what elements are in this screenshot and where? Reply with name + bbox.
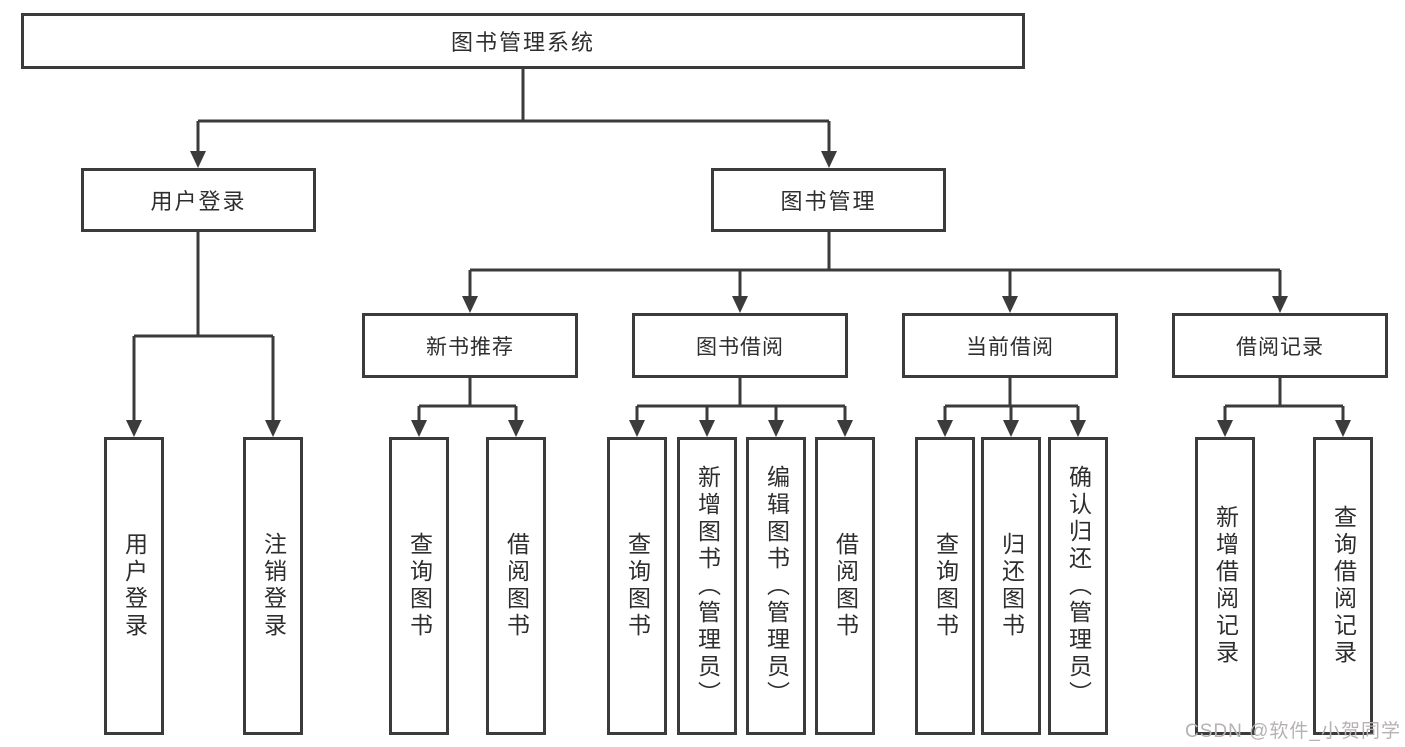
arrowhead-icon: [411, 420, 427, 437]
leaf-borrow-borrow-books: 借阅图书: [815, 437, 875, 735]
leaf-borrow-edit-books-admin: 编辑图书（管理员）: [746, 437, 806, 735]
node-user-login: 用户登录: [81, 168, 316, 232]
arrowhead-icon: [1335, 420, 1351, 437]
edge-newbooks-to-leaves: [411, 378, 524, 437]
arrowhead-icon: [462, 296, 478, 313]
arrowhead-icon: [508, 420, 524, 437]
leaf-logout: 注销登录: [243, 437, 303, 735]
leaf-current-query-books: 查询图书: [915, 437, 975, 735]
node-root-system: 图书管理系统: [21, 13, 1025, 69]
arrowhead-icon: [1070, 420, 1086, 437]
arrowhead-icon: [265, 420, 281, 437]
arrowhead-icon: [190, 151, 206, 168]
arrowhead-icon: [1002, 296, 1018, 313]
edge-records-to-leaves: [1217, 378, 1351, 437]
leaf-user-login: 用户登录: [104, 437, 164, 735]
leaf-current-return-books: 归还图书: [981, 437, 1041, 735]
edge-userlogin-to-leaves: [126, 232, 281, 437]
node-book-borrow: 图书借阅: [632, 313, 848, 378]
leaf-recommend-borrow-books: 借阅图书: [486, 437, 546, 735]
edge-currentborrow-to-leaves: [937, 378, 1086, 437]
edge-bookborrow-to-leaves: [629, 378, 853, 437]
leaf-borrow-query-books: 查询图书: [607, 437, 667, 735]
arrowhead-icon: [126, 420, 142, 437]
leaf-query-borrow-record: 查询借阅记录: [1313, 437, 1373, 735]
edge-bookmgmt-to-level3: [462, 232, 1288, 313]
arrowhead-icon: [937, 420, 953, 437]
arrowhead-icon: [1003, 420, 1019, 437]
node-current-borrow: 当前借阅: [902, 313, 1118, 378]
leaf-add-borrow-record: 新增借阅记录: [1195, 437, 1255, 735]
leaf-borrow-add-books-admin: 新增图书（管理员）: [677, 437, 737, 735]
node-borrow-records: 借阅记录: [1172, 313, 1388, 378]
node-new-book-recommend: 新书推荐: [362, 313, 578, 378]
edge-root-to-level2: [190, 69, 837, 168]
arrowhead-icon: [768, 420, 784, 437]
arrowhead-icon: [732, 296, 748, 313]
arrowhead-icon: [837, 420, 853, 437]
arrowhead-icon: [821, 151, 837, 168]
node-book-management: 图书管理: [711, 168, 946, 232]
leaf-current-confirm-return-admin: 确认归还（管理员）: [1048, 437, 1108, 735]
csdn-watermark: CSDN @软件_小贺同学: [1185, 721, 1401, 742]
arrowhead-icon: [699, 420, 715, 437]
leaf-recommend-query-books: 查询图书: [389, 437, 449, 735]
arrowhead-icon: [1217, 420, 1233, 437]
arrowhead-icon: [629, 420, 645, 437]
arrowhead-icon: [1272, 296, 1288, 313]
